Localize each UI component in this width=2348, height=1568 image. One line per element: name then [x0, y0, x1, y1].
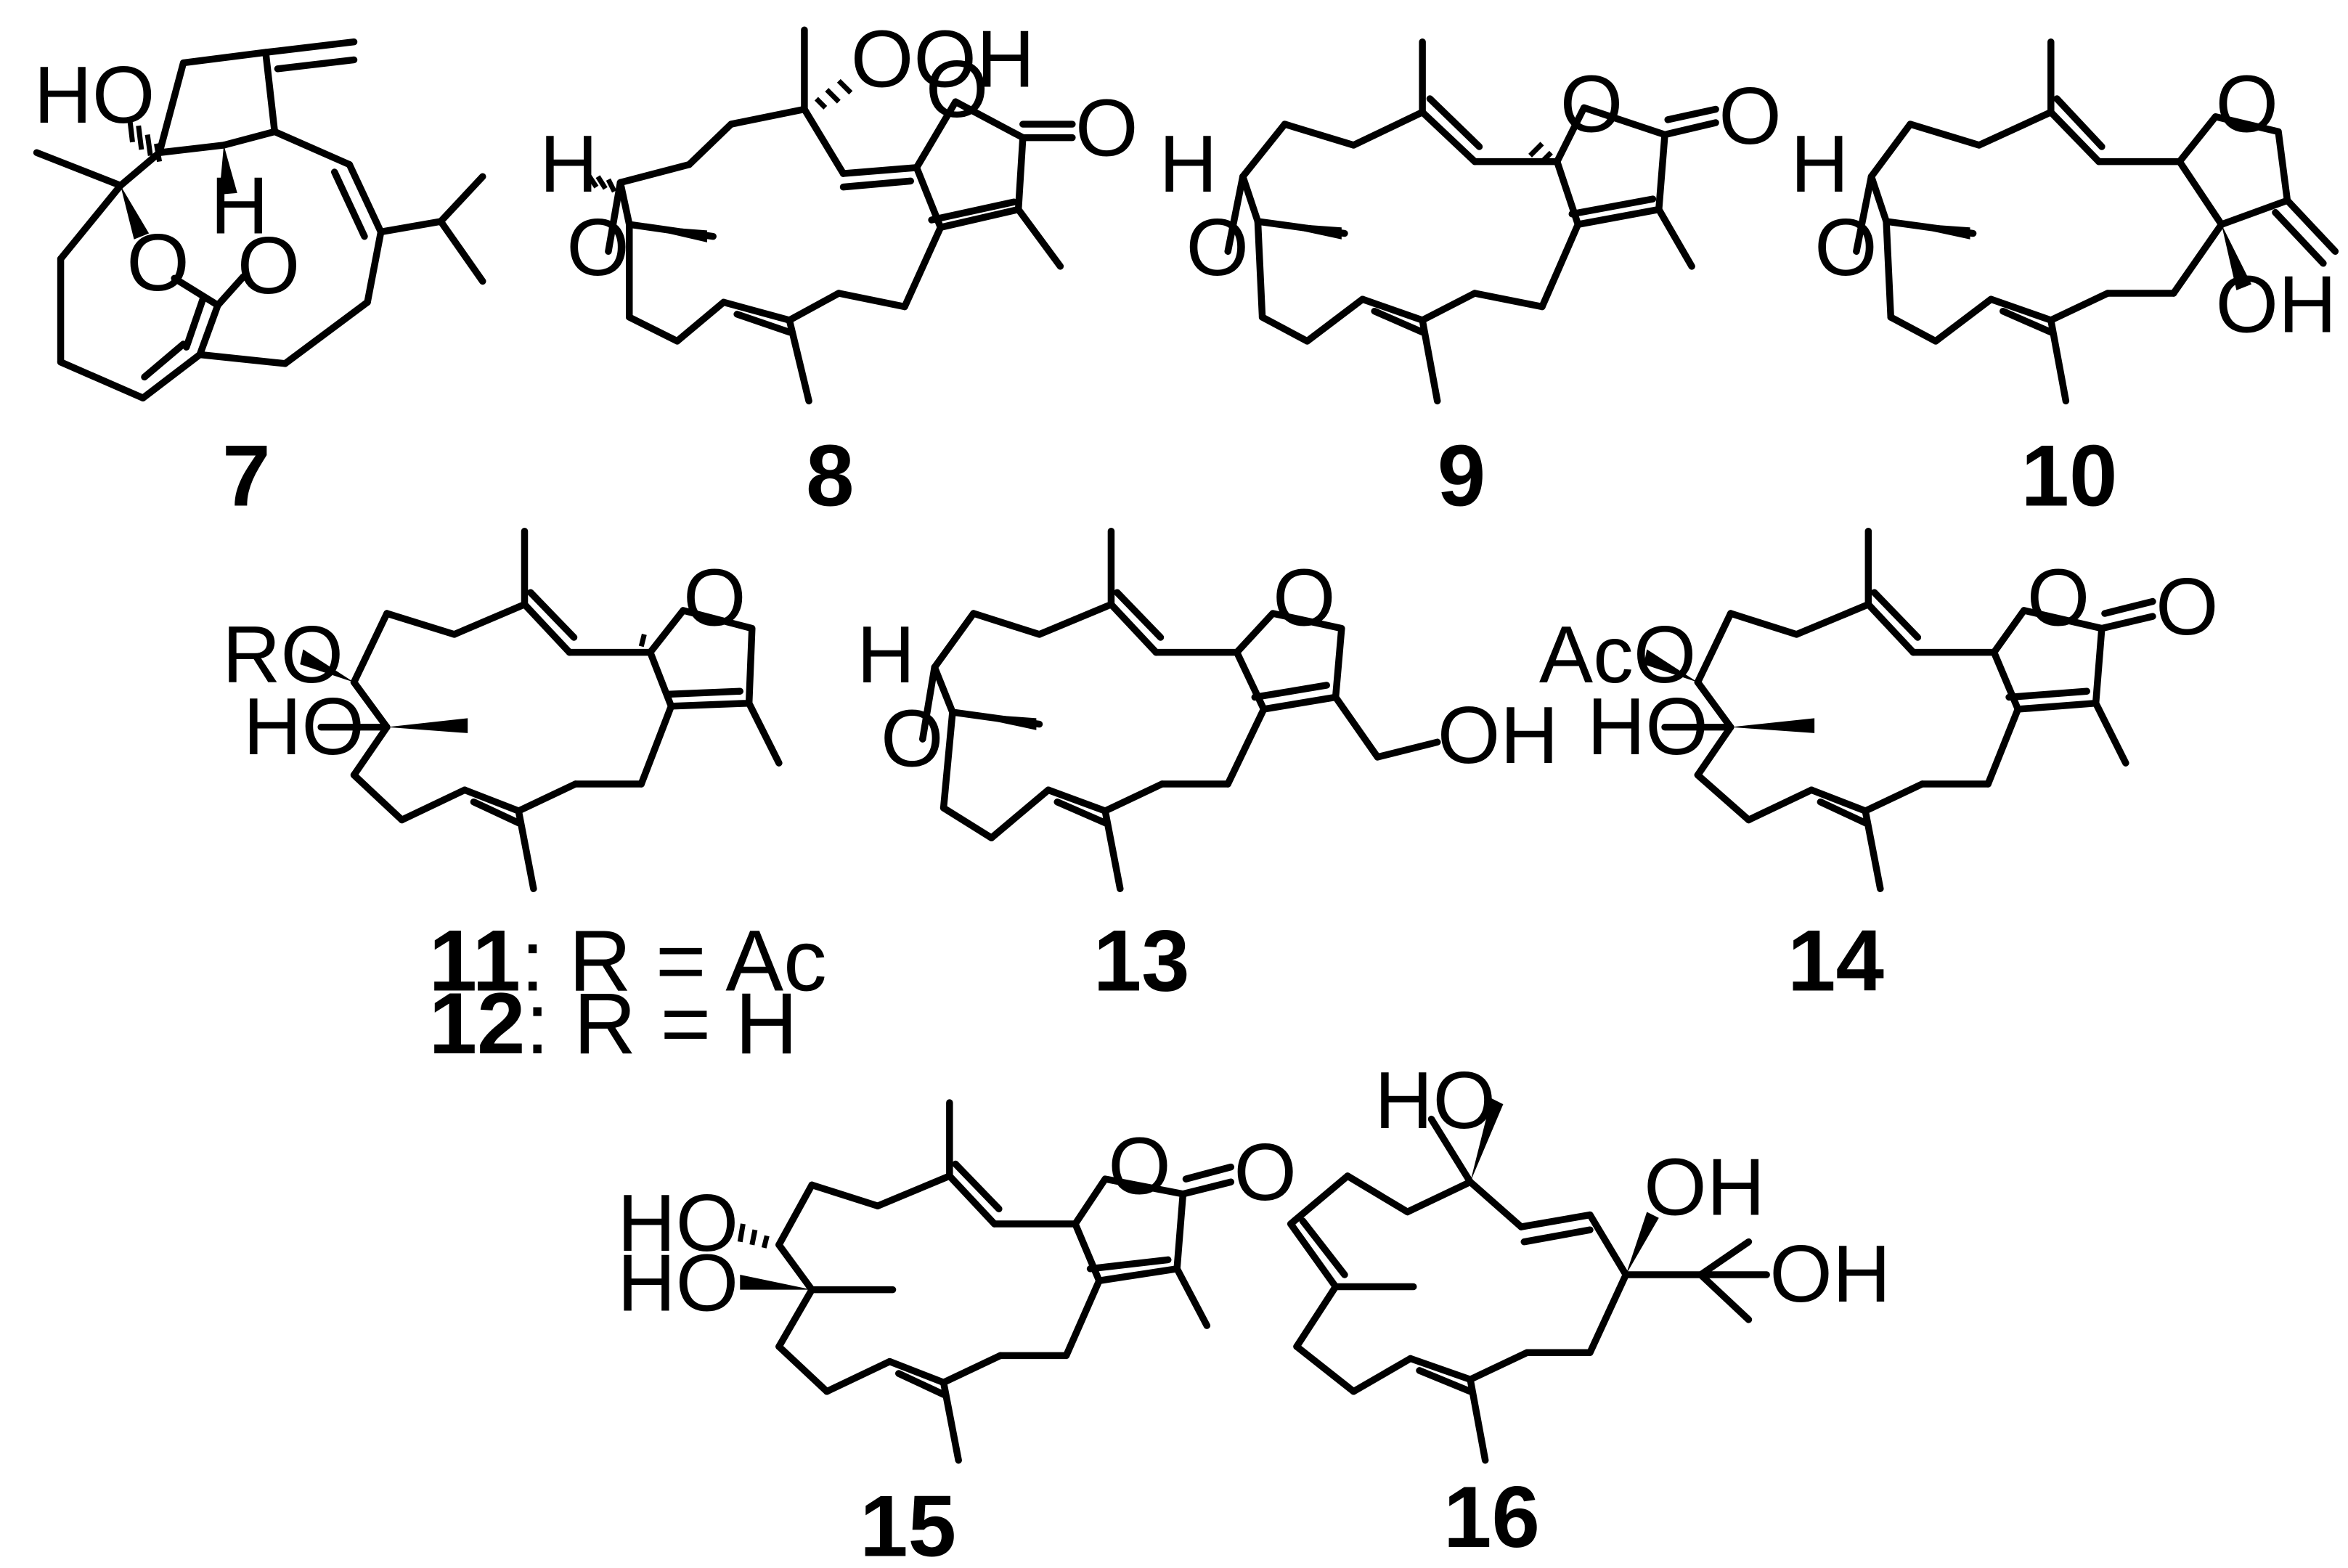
atom-o: O [1234, 1127, 1297, 1217]
compound-label-9: 9 [1438, 428, 1485, 525]
atom-h: H [1159, 118, 1217, 209]
label-12-suffix: : R = H [526, 976, 798, 1072]
atom-o: O [1075, 82, 1138, 173]
atom-ho: HO [617, 1237, 738, 1328]
atom-oh: OH [1769, 1228, 1891, 1319]
atom-o: O [1814, 202, 1878, 293]
atom-oh: OH [1644, 1142, 1765, 1233]
compound-10-structure: O OH H O [1790, 38, 2339, 405]
compound-7-structure: HO H O O [33, 38, 486, 401]
atom-o: O [237, 220, 301, 311]
compound-label-10: 10 [2021, 428, 2118, 525]
compound-8-structure: OOH O O H O [539, 14, 1138, 405]
compound-9-structure: O O H O [1159, 38, 1782, 405]
atom-o: O [1186, 202, 1249, 293]
atom-o: O [2156, 561, 2219, 652]
label-11-suffix: : R = Ac [521, 912, 827, 1009]
atom-o: O [2216, 58, 2279, 149]
atom-o: O [1273, 552, 1336, 643]
atom-o: O [126, 217, 189, 308]
atom-h: H [1790, 118, 1848, 209]
atom-aco: AcO [1539, 609, 1696, 700]
atom-ho: HO [33, 49, 155, 140]
atom-o: O [1560, 58, 1623, 149]
atom-h: H [211, 160, 269, 251]
atom-o: O [1108, 1121, 1171, 1212]
compound-14-structure: AcO HO O O [1539, 527, 2219, 893]
atom-o: O [683, 552, 746, 643]
atom-ho: HO [1587, 681, 1708, 772]
compound-11-12-structure: RO HO O [222, 527, 783, 893]
atom-o: O [1719, 70, 1782, 161]
svg-text:12: R = H: 12: R = H [429, 976, 798, 1072]
label-11-number: 11 [429, 912, 521, 1009]
atom-o: O [2027, 552, 2090, 643]
atom-oh: OH [2216, 259, 2337, 350]
atom-h: H [857, 609, 915, 700]
compound-label-14: 14 [1788, 912, 1884, 1009]
compound-label-12: 12: R = H [429, 976, 798, 1072]
atom-ro: RO [222, 609, 343, 700]
svg-text:11: R = Ac: 11: R = Ac [429, 912, 827, 1009]
compound-16-structure: HO OH OH [1287, 1055, 1891, 1464]
compound-label-8: 8 [806, 428, 854, 525]
atom-ho: HO [617, 1177, 738, 1268]
atom-o: O [926, 44, 989, 134]
label-12-number: 12 [429, 976, 526, 1072]
compound-label-16: 16 [1443, 1469, 1540, 1566]
atom-h: H [539, 118, 598, 209]
atom-ooh: OOH [851, 14, 1035, 105]
compound-label-15: 15 [860, 1479, 956, 1568]
compound-label-11: 11: R = Ac [429, 912, 827, 1009]
compound-15-structure: HO HO O O [617, 1099, 1297, 1464]
compound-label-13: 13 [1093, 912, 1190, 1009]
atom-o: O [881, 693, 944, 783]
compound-label-7: 7 [222, 428, 270, 525]
atom-oh: OH [1438, 690, 1559, 780]
atom-ho: HO [1374, 1055, 1496, 1146]
atom-o: O [566, 202, 629, 293]
atom-ho: HO [243, 681, 364, 772]
compound-13-structure: O OH H O [857, 527, 1559, 893]
